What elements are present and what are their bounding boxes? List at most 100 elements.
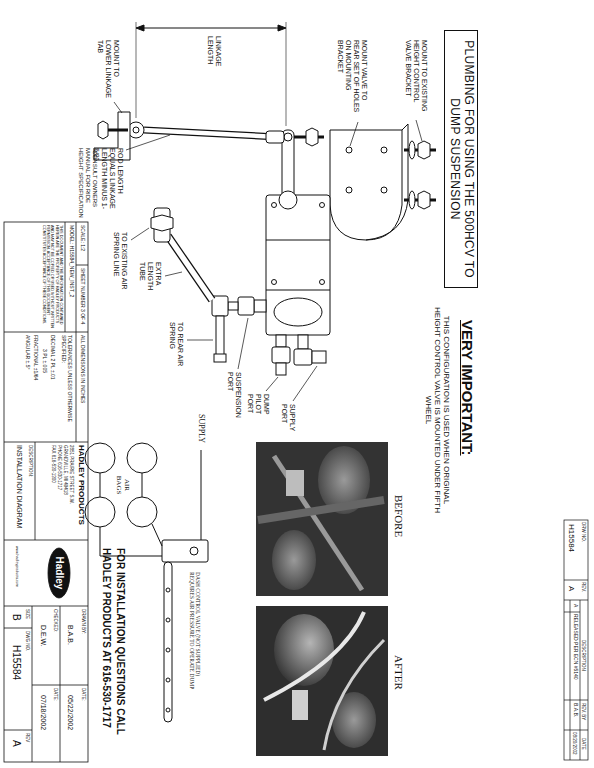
dump-valve-schematic-stroke: [85, 497, 115, 527]
mounting-bracket: [330, 124, 408, 240]
leveling-valve-stroke: [266, 240, 330, 241]
air-fittings-stroke: [238, 297, 254, 315]
table-cell: A: [572, 604, 578, 607]
contact-text: HADLEY PRODUCTS AT 616-530-1717: [101, 548, 113, 728]
revision-table-stroke: [564, 600, 588, 601]
warning-note: THIS CONFIGURATION IS USED WHEN ORIGINAL…: [423, 305, 451, 515]
before-photo-stroke: [258, 500, 384, 520]
lower-linkage-tab-stroke: [108, 129, 128, 132]
title-block-text: A: [11, 740, 23, 747]
dimension-line-stroke: [136, 22, 137, 118]
leveling-valve-stroke: [266, 195, 330, 335]
callout-text: EXTRA LENGTH TUBE: [138, 262, 162, 306]
dump-valve-schematic-stroke: [166, 678, 170, 682]
table-header: DATE: [581, 738, 586, 750]
callout-text: SUPPLY PORT: [280, 404, 296, 438]
title-block-stroke: [4, 606, 88, 607]
photo-label: BEFORE: [392, 495, 405, 537]
leveling-valve-stroke: [320, 203, 325, 208]
leader-lines-stroke: [114, 102, 122, 113]
dump-valve-schematic-stroke: [201, 450, 202, 540]
schematic-label: AIR BAGS: [115, 471, 131, 499]
company-logo: Hadley: [54, 557, 66, 590]
before-photo-stroke: [274, 456, 362, 590]
revision-table-stroke: [570, 600, 571, 760]
title-block-stroke: [65, 222, 66, 332]
title-block-text: MODEL: H15584_NEW_INST_2: [68, 225, 74, 297]
warning-heading: VERY IMPORTANT:: [459, 320, 476, 456]
title-block-stroke: [32, 606, 33, 762]
linkage-rod: [128, 122, 284, 143]
dump-valve-schematic-stroke: [85, 443, 115, 473]
bracket-bolts-stroke: [409, 191, 415, 209]
title-block-stroke: [48, 548, 70, 598]
company-name: HADLEY PRODUCTS: [77, 445, 86, 525]
table-cell: 08/20/2002: [572, 732, 577, 755]
callout-text: MOUNT TO EXISTING HEIGHT CONTROL VALVE B…: [404, 40, 428, 118]
dump-valve-schematic-stroke: [127, 443, 157, 473]
air-fittings: [151, 208, 326, 375]
callout-text: TO REAR AIR SPRING: [168, 322, 184, 374]
after-photo-stroke: [256, 606, 388, 756]
title-block-text: DATE:: [53, 688, 58, 701]
title-block-stroke: [4, 628, 32, 629]
company-website: www.hadleyproducts.com: [15, 546, 19, 587]
revision-table-stroke: [580, 600, 581, 760]
table-header: DESCRIPTION: [581, 640, 586, 671]
title-block-text: D.E.W.: [39, 625, 47, 647]
dump-valve-schematic-stroke: [166, 708, 170, 712]
mounting-bracket-stroke: [366, 124, 408, 240]
title-block-text: CHECKED:: [53, 609, 58, 632]
mounting-bracket-stroke: [381, 147, 387, 153]
title-block-stroke: [76, 265, 88, 266]
title-block-text: DWG NO.: [25, 631, 30, 651]
contact-text: FOR INSTALLATION QUESTIONS CALL: [115, 548, 127, 735]
title-block-stroke: [4, 332, 88, 333]
title-block-stroke: [32, 685, 88, 686]
table-header: REV. BY: [581, 703, 586, 720]
linkage-rod-stroke: [133, 127, 139, 133]
callout-text: MOUNT VALVE TO REAR SET OF HOLES ON MOUN…: [336, 40, 368, 120]
title-block: [4, 222, 88, 762]
air-fittings-stroke: [276, 363, 286, 375]
title-block-text: 07/18/2002: [39, 695, 47, 730]
callout-text: MOUNT TO LOWER LINKAGE TAB: [96, 40, 120, 100]
air-fittings-stroke: [254, 300, 266, 312]
company-address: FAX 616-530-1300: [51, 445, 56, 483]
title-block-text: FRACTIONAL ±1/64: [32, 335, 38, 380]
air-fittings-stroke: [214, 354, 226, 362]
company-address: 2851 PRAIRIE STREET S.W.: [69, 445, 74, 504]
dimension-label: LINKAGE LENGTH: [206, 36, 222, 86]
mounting-bracket-stroke: [346, 147, 352, 153]
leader-lines-stroke: [293, 366, 317, 401]
air-fittings-stroke: [168, 236, 212, 300]
leveling-valve-stroke: [320, 280, 325, 285]
mounting-bracket-stroke: [381, 187, 387, 193]
title-block-text: REV: [25, 733, 30, 742]
leveling-valve: [266, 195, 330, 335]
title-block-text: B: [11, 614, 23, 621]
dump-valve-schematic-stroke: [152, 524, 162, 546]
title-block-text: DESCRIPTION:: [28, 445, 33, 477]
title-block-text: ANGULAR ±.5°: [24, 335, 30, 369]
leader-lines-stroke: [350, 122, 358, 146]
title-block-stroke: [4, 540, 88, 541]
title-block-stroke: [76, 222, 77, 442]
leveling-valve-stroke: [266, 290, 330, 291]
title-block-text: 3 PL ±.005: [41, 349, 47, 373]
title-block-text: SHEET NUMBER 3 OF 4: [79, 268, 85, 324]
dump-valve-schematic-stroke: [142, 473, 143, 497]
leader-lines-stroke: [126, 135, 170, 150]
air-fittings-stroke: [294, 349, 312, 365]
table-cell: H15584: [567, 524, 576, 552]
title-block-stroke: [4, 442, 88, 443]
leveling-valve-stroke: [272, 280, 277, 285]
dimension-line-stroke: [286, 22, 287, 126]
title-block-text: SIZE: [25, 609, 30, 619]
mounting-bracket-stroke: [330, 130, 402, 240]
title-block-text: DATE:: [81, 688, 86, 701]
footnote-text: *CONSULT OWNERS MANUAL FOR RIDE HEIGHT S…: [77, 148, 98, 218]
table-cell: A: [567, 586, 576, 591]
callout-text: TO EXISTING AIR SPRING LINE: [112, 232, 128, 294]
